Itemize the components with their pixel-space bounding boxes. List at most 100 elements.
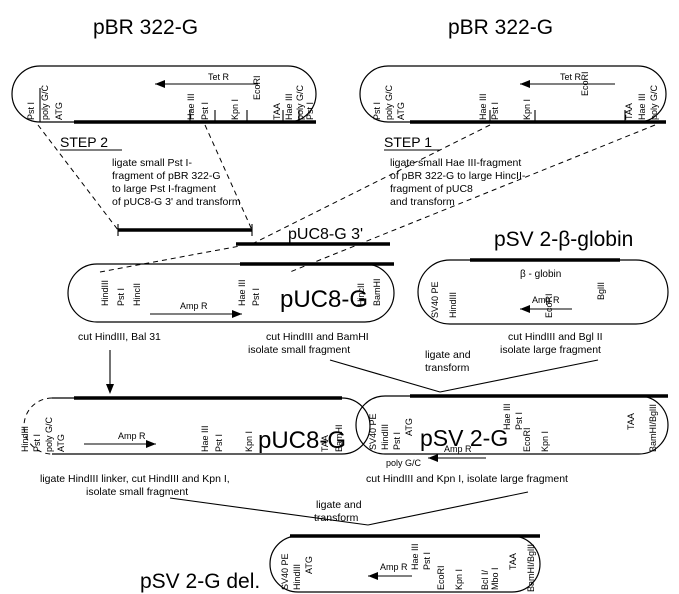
site-polygc-b: poly G/C <box>295 84 305 120</box>
svg-text:isolate large fragment: isolate large fragment <box>500 344 601 356</box>
plasmid-puc8g-low: HindIII Pst I poly G/C ATG Hae III Pst I… <box>20 396 371 455</box>
guide-dash <box>204 124 253 231</box>
site-atg: ATG <box>54 102 64 120</box>
svg-text:ligate and: ligate and <box>425 349 471 361</box>
svg-text:SV40 PE: SV40 PE <box>430 281 440 318</box>
svg-text:to large Pst I-fragment: to large Pst I-fragment <box>112 183 216 195</box>
guide-dash <box>37 124 119 231</box>
guide-dash <box>99 245 241 273</box>
svg-text:cut HindIII and Bgl II: cut HindIII and Bgl II <box>508 331 603 343</box>
svg-text:Hae III: Hae III <box>237 279 247 306</box>
svg-text:transform: transform <box>314 512 359 524</box>
svg-text:of pUC8-G 3' and transform: of pUC8-G 3' and transform <box>112 196 241 208</box>
svg-text:cut HindIII, Bal 31: cut HindIII, Bal 31 <box>78 331 161 343</box>
svg-text:HindIII: HindIII <box>292 564 302 590</box>
step1-text: ligate small Hae III-fragment of pBR 322… <box>390 157 526 208</box>
step2-text: ligate small Pst I- fragment of pBR 322-… <box>112 157 241 208</box>
gene-tet: Tet R <box>560 72 582 82</box>
svg-text:ligate small Pst I-: ligate small Pst I- <box>112 157 192 169</box>
site-polygc-b: poly G/C <box>649 84 659 120</box>
svg-text:Amp R: Amp R <box>118 431 146 441</box>
svg-text:cut HindIII and BamHI: cut HindIII and BamHI <box>266 331 369 343</box>
svg-text:ATG: ATG <box>404 418 414 436</box>
site-taa: TAA <box>624 103 634 120</box>
svg-text:BamHI/BglII: BamHI/BglII <box>648 404 658 452</box>
label-psv2g: pSV 2-G <box>420 425 508 451</box>
tet-arrowhead <box>520 80 530 88</box>
svg-text:BamHI/BglII: BamHI/BglII <box>526 544 536 592</box>
title-pbr-left: pBR 322-G <box>93 16 198 39</box>
plasmid-outline <box>67 263 395 323</box>
svg-text:Kpn I: Kpn I <box>540 431 550 452</box>
svg-text:Kpn I: Kpn I <box>244 431 254 452</box>
label-pucg3: pUC8-G 3' <box>288 226 363 243</box>
svg-text:and transform: and transform <box>390 196 455 208</box>
svg-text:transform: transform <box>425 362 470 374</box>
svg-text:of pBR 322-G to large HincII-: of pBR 322-G to large HincII- <box>390 170 526 182</box>
plasmid-outline <box>355 395 669 455</box>
title-psvbg: pSV 2-β-globin <box>494 228 633 251</box>
svg-text:Pst I: Pst I <box>32 434 42 452</box>
svg-text:Amp R: Amp R <box>532 295 560 305</box>
svg-text:Mbo I: Mbo I <box>490 567 500 590</box>
svg-text:Pst I: Pst I <box>422 552 432 570</box>
plasmid-psvbg: SV40 PE HindIII EcoRI BglII β - globin A… <box>417 258 669 325</box>
site-atg: ATG <box>396 102 406 120</box>
plasmid-pbr-left: Pst I poly G/C ATG Hae III Pst I Kpn I E… <box>11 65 317 124</box>
site-pst1-b: Pst I <box>200 102 210 120</box>
svg-text:HincII: HincII <box>132 283 142 306</box>
svg-text:cut HindIII and Kpn I, isolate: cut HindIII and Kpn I, isolate large fra… <box>366 473 568 485</box>
svg-text:HincII: HincII <box>356 283 366 306</box>
svg-text:Hae III: Hae III <box>502 403 512 430</box>
site-taa: TAA <box>272 103 282 120</box>
svg-text:isolate small fragment: isolate small fragment <box>248 344 350 356</box>
svg-text:Hae III: Hae III <box>200 425 210 452</box>
label-psv2gdel: pSV 2-G del. <box>140 570 260 593</box>
svg-text:Amp R: Amp R <box>380 562 408 572</box>
svg-text:Amp R: Amp R <box>444 444 472 454</box>
svg-text:EcoRI: EcoRI <box>544 293 554 318</box>
svg-text:ligate HindIII linker, cut Hin: ligate HindIII linker, cut HindIII and K… <box>40 473 230 485</box>
label-puc8g-mid: pUC8-G <box>280 286 368 313</box>
svg-text:EcoRI: EcoRI <box>436 565 446 590</box>
svg-text:Hae III: Hae III <box>410 543 420 570</box>
site-haeiii: Hae III <box>478 93 488 120</box>
svg-text:poly G/C: poly G/C <box>44 416 54 452</box>
svg-text:Kpn I: Kpn I <box>454 569 464 590</box>
svg-text:BamHI: BamHI <box>334 424 344 452</box>
plasmid-puc8g-mid: HindIII Pst I HincII Hae III Pst I HincI… <box>67 262 395 323</box>
label-puc8g-low: pUC8-G <box>258 427 346 454</box>
site-kpni: Kpn I <box>230 99 240 120</box>
guide-dash <box>289 124 656 273</box>
site-haeiii-b: Hae III <box>637 93 647 120</box>
svg-text:isolate small fragment: isolate small fragment <box>86 486 188 498</box>
svg-text:SV40 PE: SV40 PE <box>368 413 378 450</box>
site-haeiii-b: Hae III <box>284 93 294 120</box>
svg-text:fragment of pUC8: fragment of pUC8 <box>390 183 473 195</box>
svg-text:fragment of pBR 322-G: fragment of pBR 322-G <box>112 170 221 182</box>
svg-text:ligate and: ligate and <box>316 499 362 511</box>
svg-text:HindIII: HindIII <box>100 280 110 306</box>
svg-text:Pst I: Pst I <box>251 288 261 306</box>
svg-text:ATG: ATG <box>56 434 66 452</box>
svg-text:Pst I: Pst I <box>514 412 524 430</box>
step1-label: STEP 1 <box>384 134 432 150</box>
site-pst1-c: Pst I <box>305 102 315 120</box>
svg-text:Pst I: Pst I <box>214 434 224 452</box>
svg-text:Amp R: Amp R <box>180 301 208 311</box>
svg-text:TAA: TAA <box>320 435 330 452</box>
svg-text:HindIII: HindIII <box>448 292 458 318</box>
svg-text:poly G/C: poly G/C <box>386 458 422 468</box>
plasmid-psv2g: SV40 PE HindIII Pst I ATG pSV 2-G Hae II… <box>355 394 669 468</box>
svg-text:ATG: ATG <box>304 556 314 574</box>
step2-label: STEP 2 <box>60 134 108 150</box>
tet-arrowhead <box>155 80 165 88</box>
title-pbr-right: pBR 322-G <box>448 16 553 39</box>
plasmid-pbr-right: Pst I poly G/C ATG Hae III Pst I Kpn I E… <box>359 65 667 124</box>
site-pst1: Pst I <box>26 102 36 120</box>
site-kpni: Kpn I <box>522 99 532 120</box>
svg-text:Bcl I/: Bcl I/ <box>480 569 490 590</box>
svg-text:Pst I: Pst I <box>392 432 402 450</box>
site-haeiii: Hae III <box>186 93 196 120</box>
